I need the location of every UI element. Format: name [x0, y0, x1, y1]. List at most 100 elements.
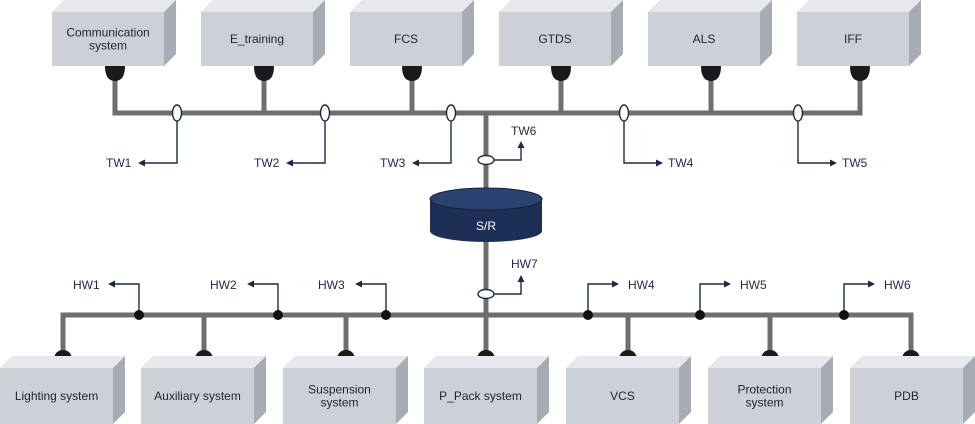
device-suspension-side-face — [396, 356, 408, 424]
device-etraining-side-face — [313, 0, 325, 66]
tap-tw3-label: TW3 — [380, 156, 406, 170]
tap-hw6-arrow — [868, 280, 875, 288]
tap-hw5-node — [695, 310, 705, 320]
tap-hw1-arrow — [108, 280, 115, 288]
bus-lines — [60, 73, 914, 355]
device-gtds-front-face — [499, 12, 611, 66]
device-vcs-top-face — [566, 356, 691, 368]
device-suspension-label-line-0: Suspension — [308, 383, 371, 397]
tap-tw1: TW1 — [106, 104, 183, 170]
tap-hw5-arrow — [724, 280, 731, 288]
device-ppack-label-line-0: P_Pack system — [439, 389, 522, 403]
device-comm-label-line-0: Communication — [66, 26, 149, 40]
device-gtds-top-face — [499, 0, 623, 12]
hub-body — [430, 199, 542, 242]
tap-tw4-line — [623, 111, 657, 164]
tap-hw6-label: HW6 — [884, 278, 911, 292]
tap-hw1: HW1 — [73, 278, 144, 320]
tap-hw6-node — [839, 310, 849, 320]
device-suspension-top-face — [283, 356, 408, 368]
device-iff-top-face — [797, 0, 921, 12]
tap-tw3-arrow — [412, 159, 419, 167]
hub-label: S/R — [476, 219, 496, 233]
tap-hw1-node — [134, 310, 144, 320]
device-auxiliary: Auxiliary system — [141, 350, 266, 424]
tap-tw1-line — [144, 111, 178, 164]
tap-hw1-label: HW1 — [73, 278, 100, 292]
device-auxiliary-top-face — [141, 356, 266, 368]
tap-hw4: HW4 — [583, 278, 655, 320]
tap-tw5-arrow — [830, 159, 837, 167]
tap-tw4-arrow — [656, 159, 663, 167]
device-lighting-side-face — [113, 356, 125, 424]
device-suspension-front-face — [283, 368, 396, 424]
tap-hw3-label: HW3 — [318, 278, 345, 292]
device-als-label-line-0: ALS — [693, 32, 716, 46]
tap-tw5-label: TW5 — [842, 156, 868, 170]
tap-tw5-line — [797, 111, 831, 164]
tap-tw6-arrow — [517, 141, 525, 148]
tap-tw5-coupler — [792, 104, 804, 122]
tap-tw1-arrow — [138, 159, 145, 167]
device-lighting-front-face — [0, 368, 113, 424]
tap-hw7-arrow — [517, 275, 525, 282]
device-iff-front-face — [797, 12, 909, 66]
tap-tw1-coupler — [171, 104, 183, 122]
device-etraining: E_training — [201, 0, 325, 81]
device-pdb-side-face — [963, 356, 975, 424]
device-pdb-label-line-0: PDB — [894, 389, 919, 403]
tap-tw6: TW6 — [477, 124, 537, 166]
device-fcs-side-face — [462, 0, 474, 66]
device-lighting-top-face — [0, 356, 125, 368]
tap-hw2-label: HW2 — [210, 278, 237, 292]
tap-tw6-label: TW6 — [511, 124, 537, 138]
tap-hw2-arrow — [247, 280, 254, 288]
device-etraining-top-face — [201, 0, 325, 12]
device-etraining-label-line-0: E_training — [230, 32, 284, 46]
device-protection-label-line-1: system — [745, 396, 783, 410]
tap-hw3: HW3 — [318, 278, 391, 320]
device-als-side-face — [760, 0, 772, 66]
device-als: ALS — [648, 0, 772, 81]
tap-hw6: HW6 — [839, 278, 911, 320]
tap-hw7-line — [486, 281, 522, 295]
tap-tw5: TW5 — [792, 104, 868, 170]
device-fcs-front-face — [350, 12, 462, 66]
device-als-top-face — [648, 0, 772, 12]
tap-hw5: HW5 — [695, 278, 767, 320]
device-als-front-face — [648, 12, 760, 66]
device-ppack-side-face — [537, 356, 549, 424]
device-etraining-connector — [254, 66, 274, 81]
tap-hw6-line — [843, 283, 869, 315]
hub-top — [429, 187, 543, 211]
tap-tw2: TW2 — [254, 104, 331, 170]
device-auxiliary-front-face — [141, 368, 254, 424]
device-lighting-label-line-0: Lighting system — [15, 389, 98, 403]
bottom-taps: HW1 HW2 HW3 HW4 HW5 — [73, 278, 911, 320]
device-etraining-front-face — [201, 12, 313, 66]
device-vcs-label-line-0: VCS — [610, 389, 635, 403]
hub-sr: S/R — [429, 187, 543, 242]
device-iff-connector — [850, 66, 870, 81]
device-suspension-label-line-1: system — [320, 396, 358, 410]
tap-tw6-coupler — [477, 154, 495, 166]
tap-hw7-coupler — [477, 288, 495, 300]
tap-tw2-coupler — [319, 104, 331, 122]
device-comm-top-face — [52, 0, 176, 12]
tap-tw3-coupler — [445, 104, 457, 122]
device-vcs: VCS — [566, 350, 691, 424]
device-gtds-label-line-0: GTDS — [538, 32, 571, 46]
tap-hw2: HW2 — [210, 278, 283, 320]
device-comm-connector — [105, 66, 125, 81]
tap-tw2-line — [292, 111, 326, 164]
tap-tw1-label: TW1 — [106, 156, 132, 170]
tap-hw3-node — [381, 310, 391, 320]
tap-hw5-line — [699, 283, 725, 315]
device-vcs-front-face — [566, 368, 679, 424]
tap-tw3-line — [418, 111, 452, 164]
device-ppack-top-face — [424, 356, 549, 368]
